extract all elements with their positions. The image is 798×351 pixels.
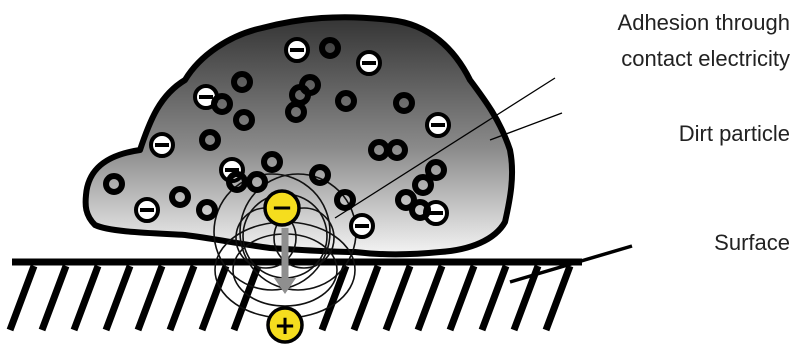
adhesion-label: Adhesion through contact electricity <box>618 10 790 72</box>
adhesion-label-line-2: contact electricity <box>618 46 790 72</box>
minus-circle-icon <box>286 39 308 61</box>
negative-charge-yellow: − <box>265 191 299 225</box>
minus-circle-icon <box>358 52 380 74</box>
negative-charge-symbol: − <box>271 193 293 223</box>
minus-circle-icon <box>151 134 173 156</box>
positive-charge-symbol: + <box>274 311 296 341</box>
adhesion-label-line-1: Adhesion through <box>618 10 790 36</box>
surface-label: Surface <box>714 230 790 256</box>
dirt-particle-label: Dirt particle <box>679 121 790 147</box>
minus-circle-icon <box>136 199 158 221</box>
minus-circle-icon <box>351 215 373 237</box>
minus-circle-icon <box>427 114 449 136</box>
positive-charge-yellow: + <box>268 308 302 342</box>
